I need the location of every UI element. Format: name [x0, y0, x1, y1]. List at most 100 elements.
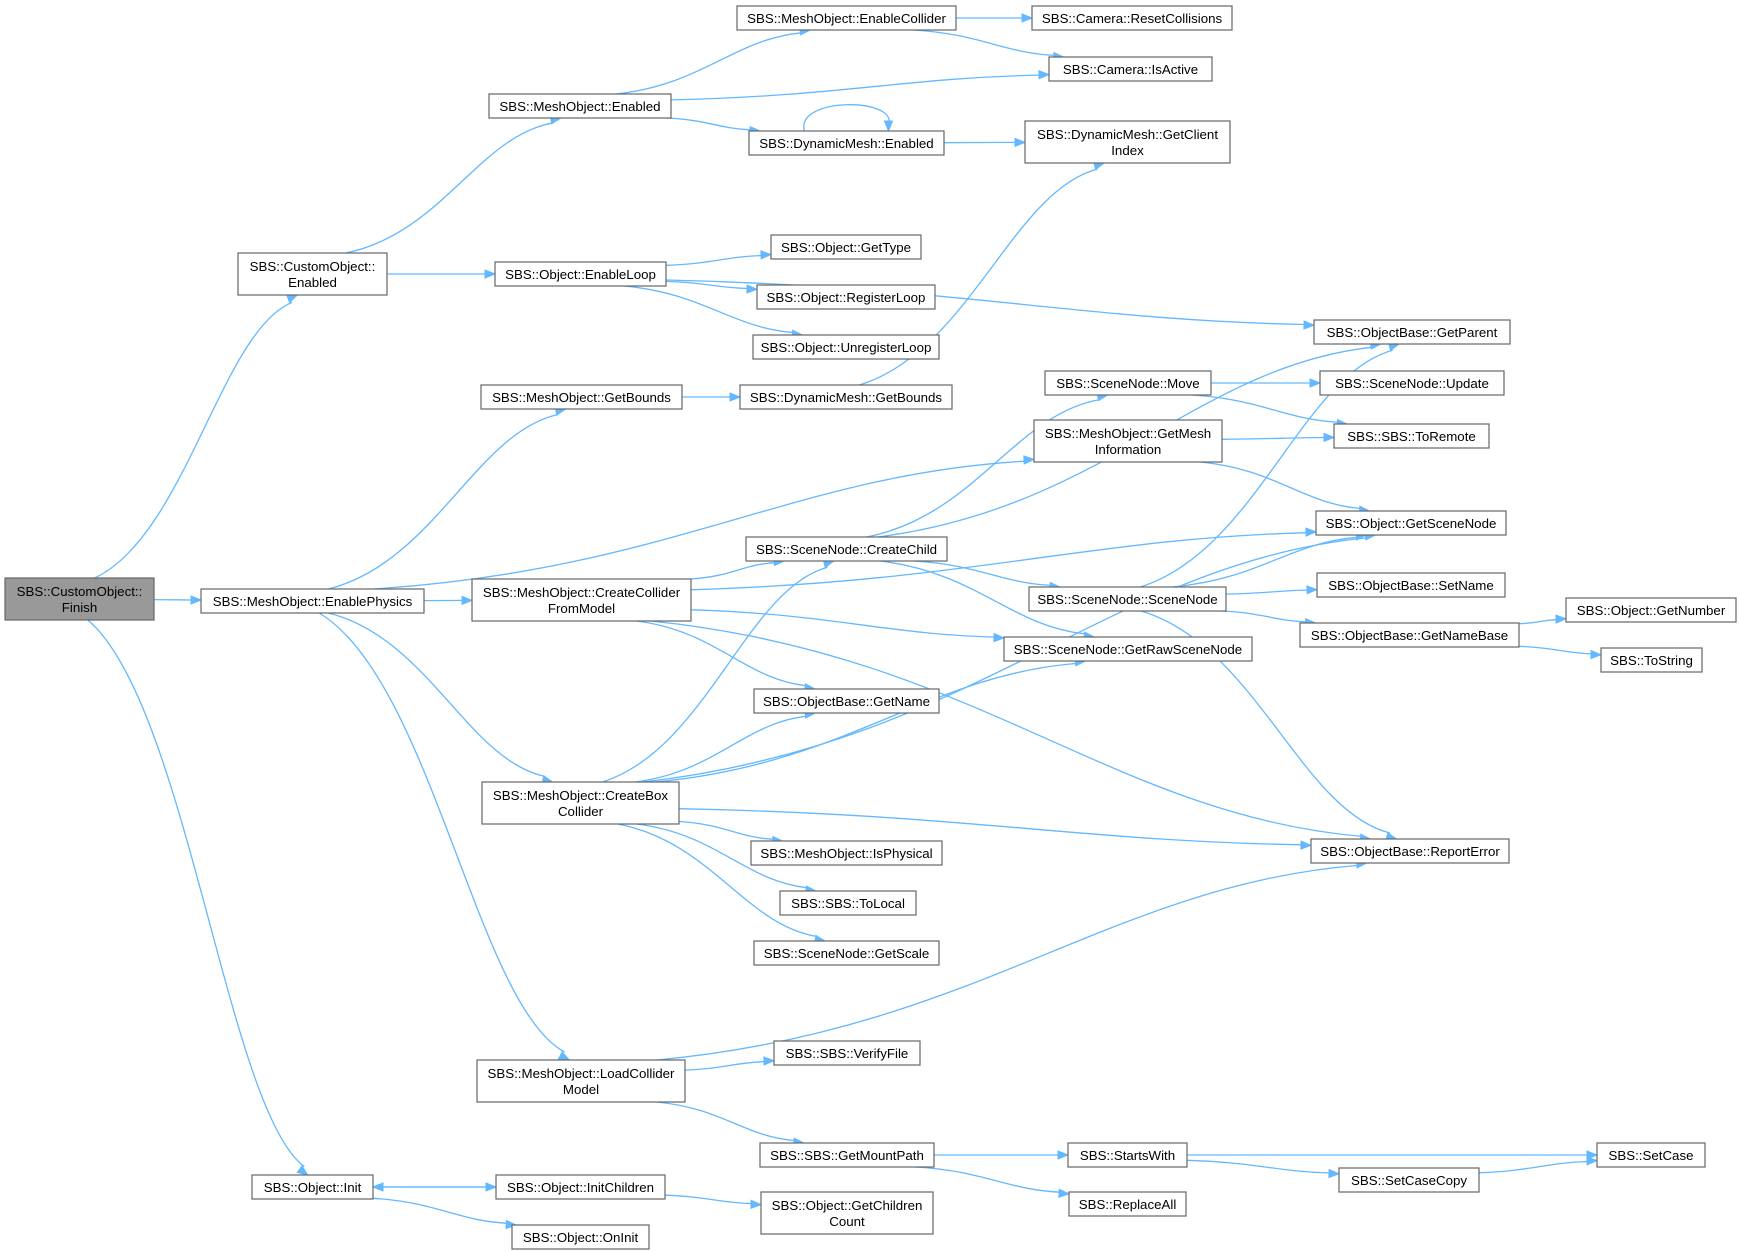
node-createchild[interactable]: SBS::SceneNode::CreateChild [745, 536, 948, 562]
node-setcase[interactable]: SBS::SetCase [1596, 1142, 1706, 1168]
node-label: SBS::ObjectBase::ReportError [1320, 844, 1500, 859]
node-label: SBS::ObjectBase::GetName [763, 694, 930, 709]
node-box [1313, 319, 1511, 345]
node-label: SBS::Object::InitChildren [507, 1180, 654, 1195]
node-scenenode[interactable]: SBS::SceneNode::SceneNode [1028, 586, 1227, 612]
node-box [750, 840, 943, 866]
edge-finish-to-obj_init [87, 619, 309, 1176]
node-box [481, 781, 680, 825]
node-setname[interactable]: SBS::ObjectBase::SetName [1316, 572, 1506, 598]
node-sn_move[interactable]: SBS::SceneNode::Move [1044, 370, 1212, 396]
node-box [1068, 1191, 1187, 1217]
edge-obj_init-to-oninit [372, 1197, 518, 1230]
edge-finish-to-co_enabled [94, 294, 299, 579]
node-tostring[interactable]: SBS::ToString [1600, 647, 1703, 673]
node-reporterror[interactable]: SBS::ObjectBase::ReportError [1310, 838, 1510, 864]
node-box [759, 1142, 935, 1168]
node-box [752, 334, 940, 360]
node-getname[interactable]: SBS::ObjectBase::GetName [753, 688, 940, 714]
edge-enableloop-to-getparent [665, 279, 1316, 330]
edge-mo_enabled-to-dm_enabled [666, 117, 762, 136]
node-replaceall[interactable]: SBS::ReplaceAll [1068, 1191, 1187, 1217]
node-co_enabled[interactable]: SBS::CustomObject::Enabled [237, 252, 388, 296]
node-registerloop[interactable]: SBS::Object::RegisterLoop [756, 284, 936, 310]
node-label: SBS::SceneNode::Move [1056, 376, 1199, 391]
node-sn_update[interactable]: SBS::SceneNode::Update [1319, 370, 1505, 396]
node-getscenenode[interactable]: SBS::Object::GetSceneNode [1315, 510, 1507, 536]
node-enablecollider[interactable]: SBS::MeshObject::EnableCollider [736, 5, 957, 31]
node-label: SBS::DynamicMesh::GetBounds [750, 390, 943, 405]
node-startswith[interactable]: SBS::StartsWith [1067, 1142, 1188, 1168]
node-label: Information [1095, 442, 1162, 457]
node-tolocal[interactable]: SBS::SBS::ToLocal [779, 890, 917, 916]
edge-enablephysics-to-createbox [328, 612, 554, 785]
node-mo_getbounds[interactable]: SBS::MeshObject::GetBounds [480, 384, 683, 410]
node-label: Index [1111, 143, 1144, 158]
node-dm_enabled[interactable]: SBS::DynamicMesh::Enabled [748, 130, 945, 156]
node-setcasecopy[interactable]: SBS::SetCaseCopy [1338, 1167, 1480, 1193]
node-box [1316, 572, 1506, 598]
node-mo_enabled[interactable]: SBS::MeshObject::Enabled [488, 93, 672, 119]
node-label: SBS::Object::Init [264, 1180, 362, 1195]
node-label: SBS::MeshObject::CreateBox [493, 788, 669, 803]
edge-getnamebase-to-tostring [1518, 645, 1603, 660]
node-label: SBS::MeshObject::EnableCollider [747, 11, 946, 26]
edge-mo_getbounds-to-dm_getbounds [682, 392, 742, 402]
node-label: SBS::DynamicMesh::GetClient [1037, 127, 1218, 142]
node-label: SBS::Object::GetNumber [1577, 603, 1726, 618]
node-isphysical[interactable]: SBS::MeshObject::IsPhysical [750, 840, 943, 866]
node-resetcollisions[interactable]: SBS::Camera::ResetCollisions [1031, 5, 1233, 31]
node-box [1028, 586, 1227, 612]
node-box [1024, 120, 1231, 164]
node-toremote[interactable]: SBS::SBS::ToRemote [1333, 423, 1490, 449]
node-box [494, 261, 667, 287]
node-getrawscenenode[interactable]: SBS::SceneNode::GetRawSceneNode [1003, 636, 1253, 662]
node-box [1299, 622, 1520, 648]
node-label: SBS::Object::RegisterLoop [767, 290, 926, 305]
node-box [773, 1040, 921, 1066]
node-finish[interactable]: SBS::CustomObject::Finish [4, 577, 155, 621]
node-getnumber[interactable]: SBS::Object::GetNumber [1565, 597, 1737, 623]
node-box [480, 384, 683, 410]
node-initchildren[interactable]: SBS::Object::InitChildren [495, 1174, 666, 1200]
node-box [1003, 636, 1253, 662]
node-label: SBS::Object::OnInit [523, 1230, 639, 1245]
node-label: SBS::SetCase [1609, 1148, 1694, 1163]
node-getnamebase[interactable]: SBS::ObjectBase::GetNameBase [1299, 622, 1520, 648]
node-getmountpath[interactable]: SBS::SBS::GetMountPath [759, 1142, 935, 1168]
edge-dm_enabled-to-dm_enabled [803, 104, 894, 133]
node-box [1333, 423, 1490, 449]
node-enableloop[interactable]: SBS::Object::EnableLoop [494, 261, 667, 287]
node-getparent[interactable]: SBS::ObjectBase::GetParent [1313, 319, 1511, 345]
node-obj_init[interactable]: SBS::Object::Init [251, 1174, 374, 1200]
node-enablephysics[interactable]: SBS::MeshObject::EnablePhysics [200, 588, 425, 614]
node-box [748, 130, 945, 156]
node-label: Model [563, 1082, 599, 1097]
node-label: SBS::SceneNode::SceneNode [1037, 592, 1217, 607]
node-label: SBS::SceneNode::GetScale [764, 946, 930, 961]
node-label: SBS::MeshObject::IsPhysical [760, 846, 932, 861]
node-isactive[interactable]: SBS::Camera::IsActive [1048, 56, 1213, 82]
node-box [1044, 370, 1212, 396]
edge-finish-to-enablephysics [153, 595, 203, 605]
node-getscale[interactable]: SBS::SceneNode::GetScale [753, 940, 940, 966]
node-label: SBS::Camera::IsActive [1063, 62, 1198, 77]
node-label: SBS::SBS::GetMountPath [770, 1148, 924, 1163]
node-dm_getbounds[interactable]: SBS::DynamicMesh::GetBounds [739, 384, 953, 410]
node-verifyfile[interactable]: SBS::SBS::VerifyFile [773, 1040, 921, 1066]
node-gettype[interactable]: SBS::Object::GetType [770, 234, 922, 260]
node-box [753, 940, 940, 966]
node-oninit[interactable]: SBS::Object::OnInit [511, 1224, 650, 1250]
node-label: SBS::CustomObject:: [250, 259, 376, 274]
edge-enableloop-to-gettype [665, 250, 773, 266]
node-unregisterloop[interactable]: SBS::Object::UnregisterLoop [752, 334, 940, 360]
node-label: SBS::SceneNode::CreateChild [756, 542, 937, 557]
node-box [1315, 510, 1507, 536]
node-box [488, 93, 672, 119]
